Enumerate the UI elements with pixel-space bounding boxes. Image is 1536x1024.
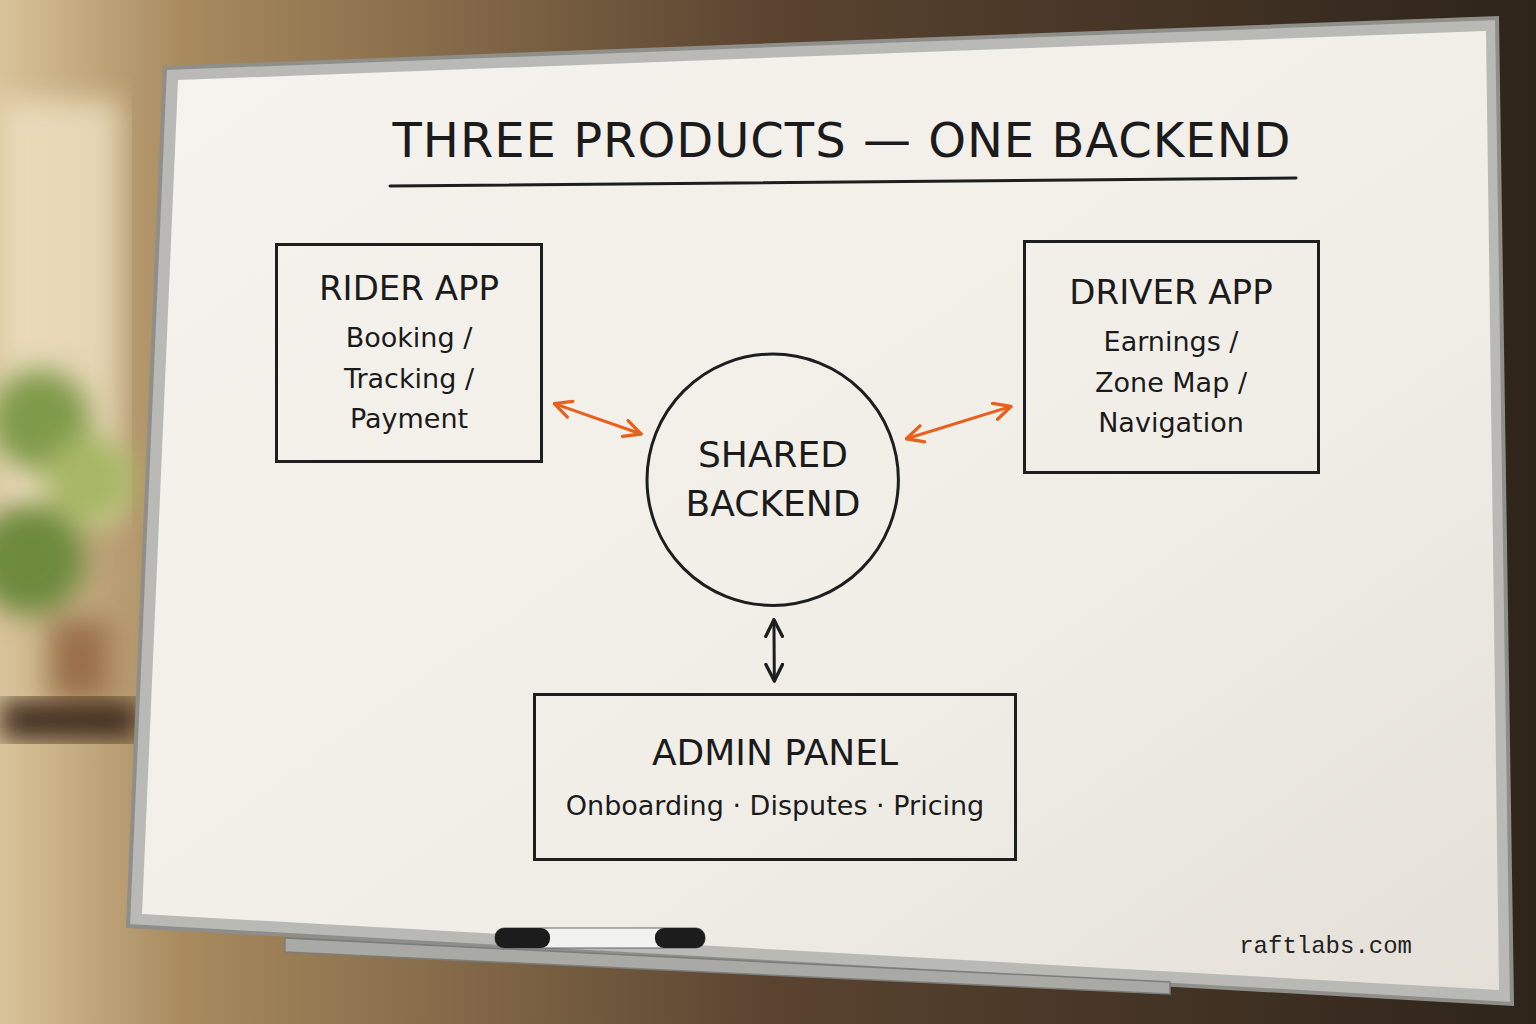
node-title: RIDER APP: [319, 266, 499, 310]
bidirectional-arrow: [772, 620, 775, 681]
node-content: SHARED BACKEND: [668, 431, 878, 528]
node-title: DRIVER APP: [1069, 270, 1272, 314]
app-box: RIDER APP Booking / Tracking / Payment: [275, 243, 543, 463]
marker: [495, 928, 705, 948]
admin-box: ADMIN PANEL Onboarding · Disputes · Prici…: [533, 693, 1017, 861]
node-content: ADMIN PANEL Onboarding · Disputes · Prici…: [566, 730, 984, 825]
node-content: RIDER APP Booking / Tracking / Payment: [304, 266, 514, 440]
node-body: Earnings / Zone Map / Navigation: [1066, 322, 1276, 444]
node-title: ADMIN PANEL: [652, 730, 898, 777]
marker-tray: [285, 938, 1170, 994]
board-surface: [142, 31, 1499, 990]
board-frame: [128, 18, 1512, 1004]
node-body: Booking / Tracking / Payment: [304, 318, 514, 440]
table: [0, 700, 140, 740]
watermark: raftlabs.com: [1239, 933, 1412, 960]
node-body: Onboarding · Disputes · Pricing: [566, 787, 984, 825]
backend-circle: SHARED BACKEND: [645, 352, 900, 607]
node-title: SHARED BACKEND: [668, 431, 878, 528]
bidirectional-arrow: [906, 406, 1011, 438]
bidirectional-arrow: [554, 404, 641, 434]
app-box: DRIVER APP Earnings / Zone Map / Navigati…: [1023, 240, 1320, 474]
title-underline: [390, 178, 1296, 186]
circle-outline: [645, 352, 900, 607]
circle-shape: [647, 354, 898, 605]
node-content: DRIVER APP Earnings / Zone Map / Navigati…: [1066, 270, 1276, 444]
plant: [0, 370, 135, 700]
diagram-title: THREE PRODUCTS — ONE BACKEND: [392, 112, 1291, 168]
